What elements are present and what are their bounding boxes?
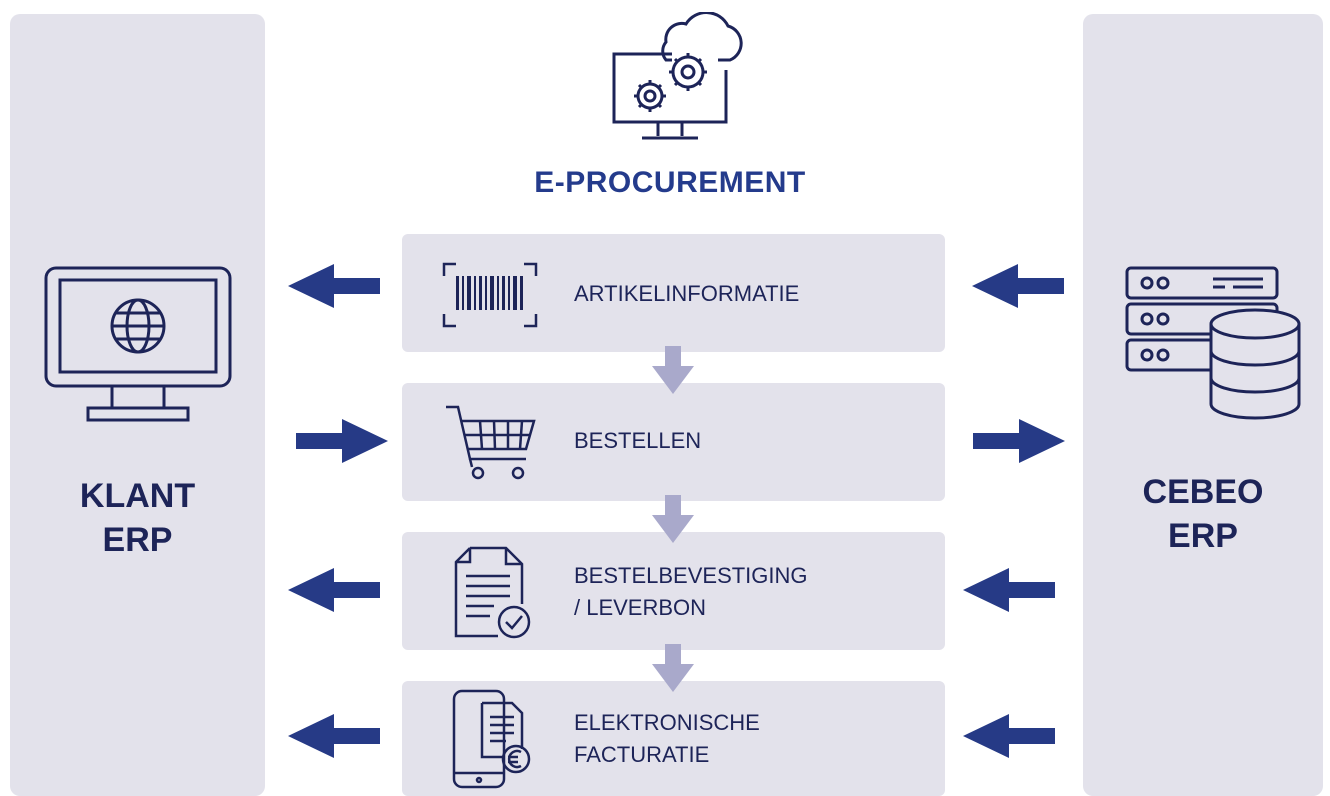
diagram-title: E-PROCUREMENT (534, 166, 806, 199)
step-label-line1: ARTIKELINFORMATIE (574, 281, 800, 306)
step-label-line1: ELEKTRONISCHE (574, 710, 760, 735)
step-label: ELEKTRONISCHE FACTURATIE (574, 707, 760, 771)
server-database-icon (1125, 266, 1301, 420)
down-arrow-1 (652, 346, 694, 394)
cebeo-erp-panel: CEBEO ERP (1083, 14, 1323, 796)
step-bestellen: BESTELLEN (402, 383, 945, 501)
monitor-gears-cloud-icon (612, 12, 743, 140)
step-label-line2: / LEVERBON (574, 595, 707, 620)
arrow-left-artikel-cebeo (972, 264, 1064, 308)
step-bestelbevestiging: BESTELBEVESTIGING / LEVERBON (402, 532, 945, 650)
shopping-cart-icon (446, 405, 536, 480)
erp-label-left: ERP (102, 521, 173, 559)
step-label-line2: FACTURATIE (574, 742, 710, 767)
step-label: ARTIKELINFORMATIE (574, 278, 799, 310)
down-arrow-3 (652, 644, 694, 692)
document-check-icon (454, 546, 531, 639)
arrow-right-bestellen-klant (296, 419, 388, 463)
klant-erp-panel: KLANT ERP (10, 14, 265, 796)
arrow-left-artikel-klant (288, 264, 380, 308)
monitor-globe-icon (44, 266, 232, 422)
arrow-right-bestellen-cebeo (973, 419, 1065, 463)
step-label: BESTELLEN (574, 425, 701, 457)
step-artikelinformatie: ARTIKELINFORMATIE (402, 234, 945, 352)
step-label: BESTELBEVESTIGING / LEVERBON (574, 560, 808, 624)
cebeo-erp-label: CEBEO ERP (1083, 470, 1323, 558)
phone-invoice-euro-icon (452, 689, 531, 789)
barcode-icon (442, 262, 538, 328)
klant-label: KLANT (79, 477, 196, 515)
arrow-left-facturatie-cebeo (963, 714, 1055, 758)
arrow-left-bevestiging-cebeo (963, 568, 1055, 612)
erp-label-right: ERP (1168, 517, 1238, 555)
down-arrow-2 (652, 495, 694, 543)
arrow-left-bevestiging-klant (288, 568, 380, 612)
arrow-left-facturatie-klant (288, 714, 380, 758)
klant-erp-label: KLANT ERP (10, 474, 265, 562)
cebeo-label: CEBEO (1142, 473, 1264, 511)
step-label-line1: BESTELBEVESTIGING (574, 563, 808, 588)
step-label-line1: BESTELLEN (574, 428, 702, 453)
step-elektronische-facturatie: ELEKTRONISCHE FACTURATIE (402, 681, 945, 796)
